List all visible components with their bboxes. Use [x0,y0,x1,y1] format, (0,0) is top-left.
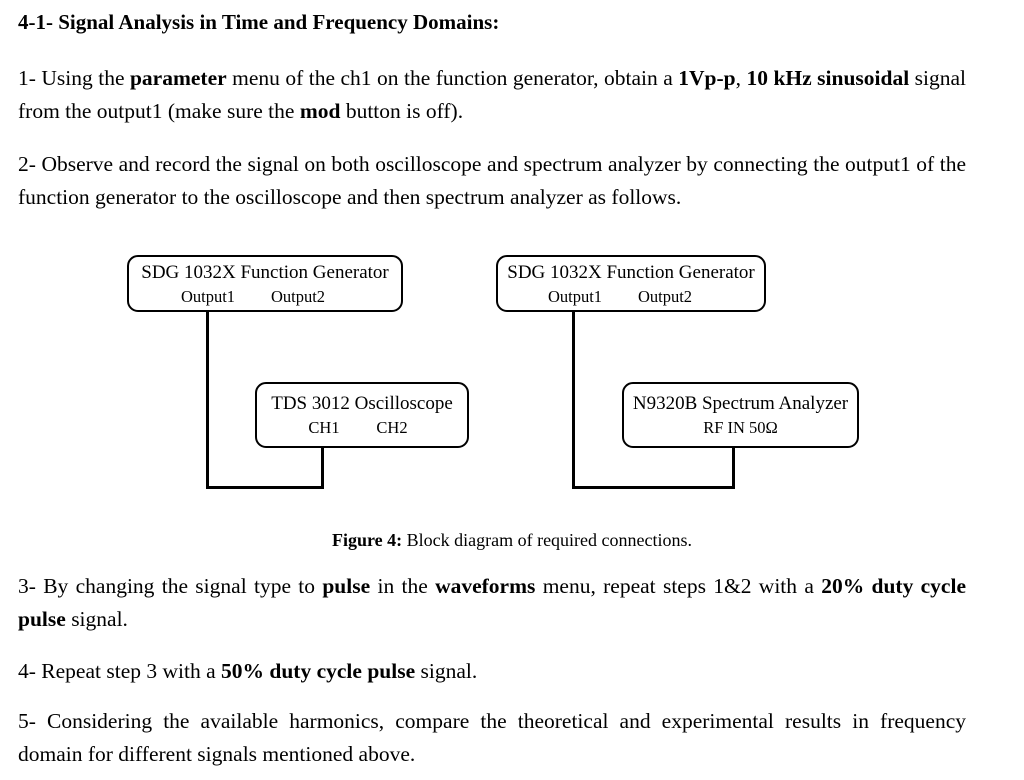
step-4-text-a: 4- Repeat step 3 with a [18,659,222,683]
step-1-text-a: 1- Using the [18,66,130,90]
step-1-paragraph: 1- Using the parameter menu of the ch1 o… [18,62,966,128]
port-ch2: CH2 [376,418,408,437]
block-spectrum-analyzer-title: N9320B Spectrum Analyzer [632,393,849,414]
step-2-paragraph: 2- Observe and record the signal on both… [18,148,966,214]
step-3-paragraph: 3- By changing the signal type to pulse … [18,570,966,636]
figure-caption: Figure 4: Block diagram of required conn… [0,528,1024,552]
block-generator-left-ports: Output1 Output2 [129,285,401,309]
step-5-paragraph: 5- Considering the available harmonics, … [18,705,966,771]
step-1-bold-amplitude: 1Vp-p [678,66,736,90]
block-generator-left: SDG 1032X Function Generator Output1 Out… [127,255,403,312]
port-output1-right: Output1 [547,286,603,306]
block-generator-right-ports: Output1 Output2 [498,285,764,309]
step-5-text: 5- Considering the available harmonics, … [18,709,966,766]
figure-caption-text: Block diagram of required connections. [402,530,693,550]
block-generator-right-title: SDG 1032X Function Generator [507,261,755,283]
figure-caption-label: Figure 4: [331,530,403,550]
block-oscilloscope: TDS 3012 Oscilloscope CH1 CH2 [255,382,469,448]
port-ch1: CH1 [308,418,340,437]
port-output2-right: Output2 [637,286,693,306]
block-generator-left-title: SDG 1032X Function Generator [141,261,389,283]
step-1-text-b: menu of the ch1 on the function generato… [226,66,679,90]
block-spectrum-analyzer: N9320B Spectrum Analyzer RF IN 50Ω [622,382,859,448]
section-heading: 4-1- Signal Analysis in Time and Frequen… [18,10,500,34]
step-3-bold-waveforms: waveforms [435,574,536,598]
wire-generator-left-output1 [206,312,209,489]
block-oscilloscope-title: TDS 3012 Oscilloscope [271,393,453,414]
step-3-text-a: 3- By changing the signal type to [18,574,323,598]
step-1-text-e: button is off). [340,99,464,123]
step-4-text-b: signal. [415,659,478,683]
step-1-text-d: signal from the output1 (make sure the [18,66,967,123]
step-1-text-c: , [735,66,747,90]
wire-oscilloscope-ch1 [321,448,324,489]
wire-right-joiner [572,486,735,489]
block-generator-right: SDG 1032X Function Generator Output1 Out… [496,255,766,312]
block-oscilloscope-ports: CH1 CH2 [257,416,467,440]
step-2-text: 2- Observe and record the signal on both… [18,152,966,209]
wire-generator-right-output1 [572,312,575,489]
step-1-bold-parameter: parameter [129,66,227,90]
step-3-text-c: menu, repeat steps 1&2 with a [535,574,822,598]
step-3-text-b: in the [370,574,436,598]
step-3-bold-duty-cycle: 20% duty cycle pulse [18,574,966,631]
step-1-bold-frequency: 10 kHz sinusoidal [746,66,910,90]
block-diagram-figure: SDG 1032X Function Generator Output1 Out… [0,240,1024,560]
port-output1-left: Output1 [180,286,236,306]
wire-spectrum-analyzer-rf-in [732,448,735,489]
step-4-paragraph: 4- Repeat step 3 with a 50% duty cycle p… [18,655,966,688]
step-4-bold-duty-cycle: 50% duty cycle pulse [221,659,416,683]
wire-left-joiner [206,486,324,489]
step-1-bold-mod: mod [299,99,341,123]
step-3-text-d: signal. [65,607,128,631]
port-rf-in: RF IN 50Ω [703,418,778,437]
step-3-bold-pulse: pulse [322,574,371,598]
port-output2-left: Output2 [270,286,326,306]
